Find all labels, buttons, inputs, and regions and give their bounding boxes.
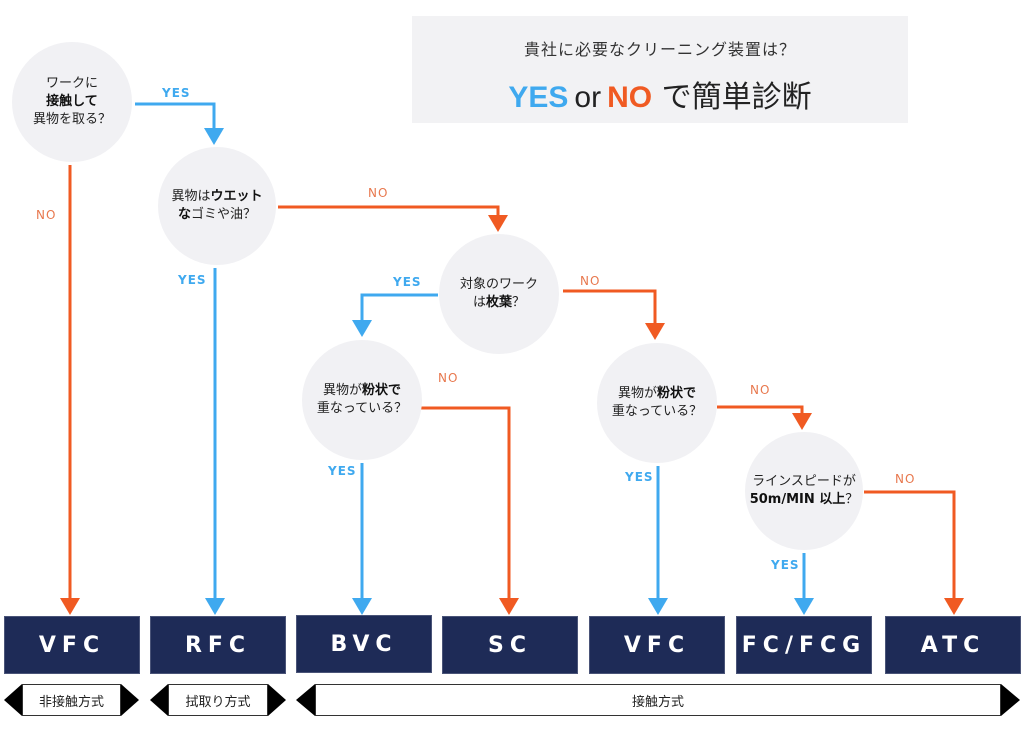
label-q3-no: NO (580, 274, 601, 288)
q4-text-pre: 異物が (322, 383, 362, 398)
question-node-contact: ワークに接触して異物を取る？ (12, 42, 132, 162)
arrowhead-q6-no (944, 598, 964, 615)
arrowhead-q5-yes (648, 598, 668, 615)
label-q4-no: NO (438, 371, 459, 385)
product-fc-fcg[interactable]: FC/FCG (736, 616, 872, 674)
q4-text-post: 重なっている？ (316, 401, 408, 416)
label-q1-no: NO (36, 208, 57, 222)
q1-text-post: 異物を取る？ (32, 112, 111, 127)
product-rfc[interactable]: RFC (150, 616, 286, 674)
q2-text-bold2: な (177, 207, 191, 222)
edge-q4-no (421, 406, 511, 600)
arrowhead-q3-no (645, 323, 665, 340)
product-bvc[interactable]: BVC (296, 615, 432, 673)
q5-text-bold: 粉状で (656, 386, 696, 401)
arrowhead-q6-yes (794, 598, 814, 615)
header-or: or (574, 81, 602, 114)
contact-right-arrow-icon (1001, 684, 1020, 716)
question-node-wet: 異物はウエットなゴミや油？ (158, 147, 276, 265)
q6-text-bold: 50m/MIN 以上 (749, 492, 846, 507)
label-q5-no: NO (750, 383, 771, 397)
q3-text-pre: 対象のワーク (459, 277, 538, 292)
q6-text-pre: ラインスピードが (752, 474, 856, 489)
contact-left-arrow-icon (296, 684, 315, 716)
q2-text-post: ゴミや油？ (191, 207, 257, 222)
q2-text-pre: 異物は (171, 189, 211, 204)
arrowhead-q2-no (488, 215, 508, 232)
q3-text-post: ？ (512, 295, 526, 310)
header-yes: YES (508, 81, 569, 114)
wipe-left-arrow-icon (150, 684, 168, 716)
label-q5-yes: YES (625, 470, 654, 484)
arrowhead-q4-yes (352, 598, 372, 615)
method-wipe-label: 拭取り方式 (168, 684, 268, 716)
label-q6-no: NO (895, 472, 916, 486)
arrowhead-q1-no (60, 598, 80, 615)
product-sc[interactable]: SC (442, 616, 578, 674)
non-contact-right-arrow-icon (121, 684, 139, 716)
q6-text-post: ？ (845, 492, 859, 507)
label-q1-yes: YES (162, 86, 191, 100)
q5-text-pre: 異物が (617, 386, 657, 401)
question-node-powder-1: 異物が粉状で重なっている？ (302, 340, 422, 460)
wipe-right-arrow-icon (268, 684, 286, 716)
label-q2-yes: YES (178, 273, 207, 287)
edge-q3-no (563, 289, 657, 325)
method-non-contact-label: 非接触方式 (22, 684, 121, 716)
arrowhead-q3-yes (352, 320, 372, 337)
q3-text-bold: 枚葉 (485, 295, 512, 310)
label-q6-yes: YES (771, 558, 800, 572)
arrowhead-q4-no (499, 598, 519, 615)
non-contact-left-arrow-icon (4, 684, 22, 716)
edge-q1-yes (135, 102, 216, 130)
product-atc[interactable]: ATC (885, 616, 1021, 674)
question-node-sheet: 対象のワークは枚葉？ (439, 234, 559, 354)
arrowhead-q2-yes (205, 598, 225, 615)
label-q2-no: NO (368, 186, 389, 200)
arrowhead-q5-no (792, 413, 812, 430)
edge-q2-no (278, 205, 500, 217)
edge-q5-no (717, 405, 804, 415)
question-node-line-speed: ラインスピードが 50m/MIN 以上？ (745, 432, 863, 550)
product-vfc-1[interactable]: VFC (4, 616, 140, 674)
product-vfc-2[interactable]: VFC (589, 616, 725, 674)
arrowhead-q1-yes (204, 128, 224, 145)
label-q4-yes: YES (328, 464, 357, 478)
q5-text-post: 重なっている？ (611, 404, 703, 419)
label-q3-yes: YES (393, 275, 422, 289)
edge-q3-yes (360, 293, 438, 322)
header-suffix: で簡単診断 (661, 80, 812, 115)
q2-text-bold: ウエット (210, 189, 263, 204)
q3-text-line2: は (472, 295, 486, 310)
question-node-powder-2: 異物が粉状で重なっている？ (597, 343, 717, 463)
header-subtitle: 貴社に必要なクリーニング装置は？ (523, 40, 796, 59)
method-contact-label: 接触方式 (315, 684, 1001, 716)
q1-text-pre: ワークに (45, 76, 98, 91)
q1-text-bold: 接触して (46, 94, 98, 109)
header-no: NO (607, 81, 653, 114)
q4-text-bold: 粉状で (361, 383, 401, 398)
edge-q6-no (864, 490, 956, 600)
